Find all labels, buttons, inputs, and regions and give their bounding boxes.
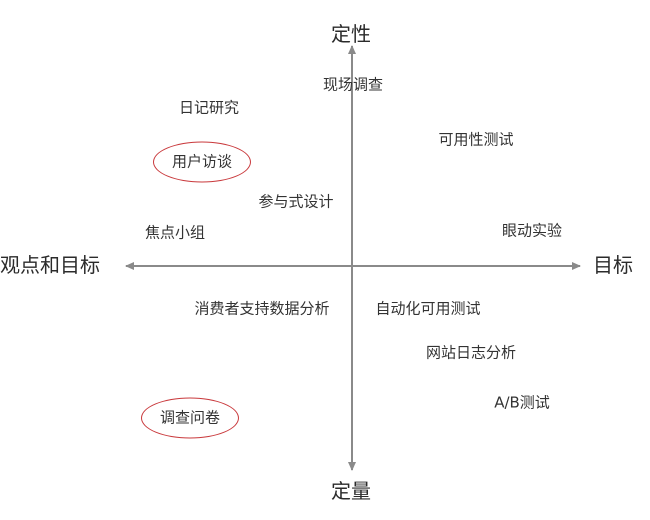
axis-label-behavioral: 目标	[593, 253, 633, 277]
method-web-analytics: 网站日志分析	[425, 343, 517, 362]
method-focus-group: 焦点小组	[144, 223, 206, 242]
method-usability-test: 可用性测试	[438, 130, 514, 149]
method-diary-study: 日记研究	[178, 98, 240, 117]
axis-label-attitudinal: 观点和目标	[0, 253, 100, 277]
method-user-interview: 用户访谈	[152, 141, 252, 183]
axis-label-qualitative: 定性	[331, 22, 371, 46]
method-participatory-design: 参与式设计	[258, 192, 334, 211]
axis-label-quantitative: 定量	[331, 479, 371, 503]
method-ab-test: A/B测试	[494, 393, 550, 412]
method-automated-usability-test: 自动化可用测试	[375, 299, 481, 318]
method-survey: 调查问卷	[140, 397, 240, 439]
method-field-study: 现场调查	[322, 75, 384, 94]
method-eye-tracking: 眼动实验	[501, 221, 563, 240]
method-customer-support-data: 消费者支持数据分析	[194, 299, 330, 318]
